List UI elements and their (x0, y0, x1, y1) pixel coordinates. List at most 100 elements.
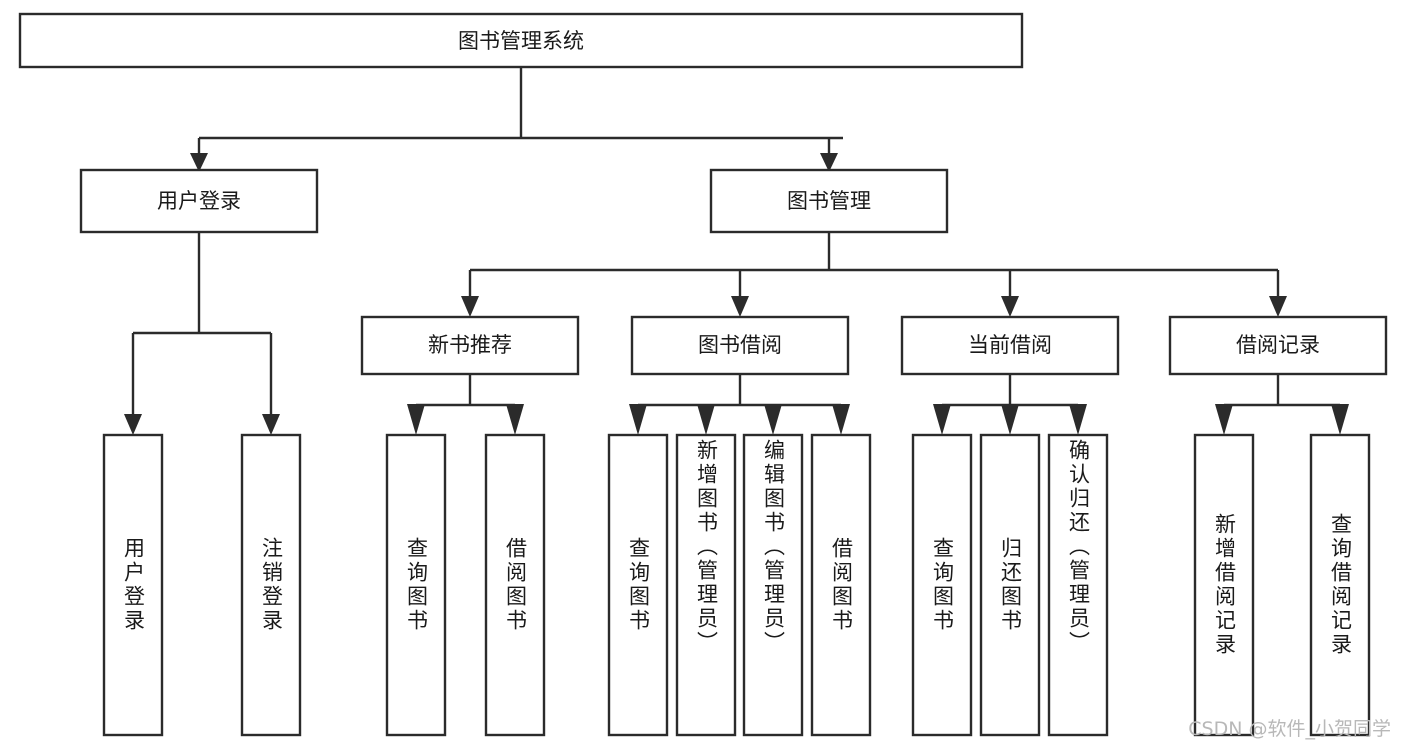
node-root-box[interactable] (18, 12, 1024, 69)
node-borrow-record-box[interactable] (1168, 315, 1388, 376)
node-user-login-label: 用户登录 (157, 189, 241, 213)
leaf-book-borrow-2-labelwrap: 新增图书（管理员） (677, 435, 735, 735)
node-new-book-recommend-box[interactable] (360, 315, 580, 376)
leaf-current-borrow-1[interactable]: 查询图书 (911, 433, 973, 737)
leaf-borrow-record-1-box[interactable] (1193, 433, 1255, 737)
arrow-to-user-login (190, 153, 208, 172)
arrow-currentborrow-child-3 (1069, 404, 1087, 435)
leaf-user-login-2[interactable]: 注销登录 (240, 433, 302, 737)
edge-group-newbook-to-leaves (407, 374, 524, 435)
arrow-bookborrow-child-2 (697, 404, 715, 435)
node-user-login[interactable]: 用户登录 (79, 168, 319, 234)
node-user-login-box[interactable] (79, 168, 319, 234)
leaf-borrow-record-2-labelwrap: 查询借阅记录 (1311, 435, 1369, 735)
arrow-currentborrow-child-1 (933, 404, 951, 435)
leaf-book-borrow-1-label: 查询图书 (626, 537, 651, 633)
arrow-bookborrow-child-3 (764, 404, 782, 435)
node-current-borrow-box[interactable] (900, 315, 1120, 376)
node-borrow-record-label: 借阅记录 (1236, 333, 1320, 357)
leaf-book-borrow-2-box[interactable] (675, 433, 737, 737)
arrow-bookborrow-child-4 (832, 404, 850, 435)
leaf-borrow-record-1-label: 新增借阅记录 (1212, 513, 1237, 657)
leaf-borrow-record-2-box[interactable] (1309, 433, 1371, 737)
leaf-current-borrow-1-box[interactable] (911, 433, 973, 737)
leaf-book-borrow-3-labelwrap: 编辑图书（管理员） (744, 435, 802, 735)
leaf-current-borrow-1-labelwrap: 查询图书 (913, 435, 971, 735)
leaf-borrow-record-1-labelwrap: 新增借阅记录 (1195, 435, 1253, 735)
node-new-book-recommend-label: 新书推荐 (428, 333, 512, 357)
arrow-borrowrecord-child-1 (1215, 404, 1233, 435)
leaf-new-book-2-box[interactable] (484, 433, 546, 737)
node-current-borrow[interactable]: 当前借阅 (900, 315, 1120, 376)
arrow-userlogin-child-2 (262, 414, 280, 435)
leaf-user-login-2-box[interactable] (240, 433, 302, 737)
leaf-user-login-2-labelwrap: 注销登录 (242, 435, 300, 735)
leaf-current-borrow-2-labelwrap: 归还图书 (981, 435, 1039, 735)
node-new-book-recommend[interactable]: 新书推荐 (360, 315, 580, 376)
leaf-borrow-record-2[interactable]: 查询借阅记录 (1309, 433, 1371, 737)
arrow-to-current-borrow (1001, 296, 1019, 317)
leaf-new-book-1-labelwrap: 查询图书 (387, 435, 445, 735)
leaf-current-borrow-2-box[interactable] (979, 433, 1041, 737)
node-book-manage-box[interactable] (709, 168, 949, 234)
leaf-new-book-1-box[interactable] (385, 433, 447, 737)
leaf-book-borrow-2[interactable]: 新增图书（管理员） (675, 433, 737, 737)
node-borrow-record[interactable]: 借阅记录 (1168, 315, 1388, 376)
leaf-book-borrow-1-labelwrap: 查询图书 (609, 435, 667, 735)
leaf-new-book-2[interactable]: 借阅图书 (484, 433, 546, 737)
leaf-book-borrow-3-label: 编辑图书（管理员） (761, 439, 786, 655)
arrow-newbook-child-2 (506, 404, 524, 435)
leaf-user-login-1[interactable]: 用户登录 (102, 433, 164, 737)
leaf-borrow-record-2-label: 查询借阅记录 (1328, 513, 1353, 657)
leaf-book-borrow-4-box[interactable] (810, 433, 872, 737)
edge-group-borrowrecord-to-leaves (1215, 374, 1349, 435)
leaf-book-borrow-4-label: 借阅图书 (829, 537, 854, 633)
arrow-bookborrow-child-1 (629, 404, 647, 435)
node-book-borrow[interactable]: 图书借阅 (630, 315, 850, 376)
leaf-new-book-1-label: 查询图书 (404, 537, 429, 633)
arrow-borrowrecord-child-2 (1331, 404, 1349, 435)
leaf-current-borrow-2-label: 归还图书 (998, 537, 1023, 633)
leaf-current-borrow-3-label: 确认归还（管理员） (1066, 439, 1091, 655)
edge-group-userlogin-to-leaves (124, 232, 280, 435)
leaf-new-book-2-labelwrap: 借阅图书 (486, 435, 544, 735)
leaf-current-borrow-3-box[interactable] (1047, 433, 1109, 737)
leaf-current-borrow-3[interactable]: 确认归还（管理员） (1047, 433, 1109, 737)
node-book-manage-label: 图书管理 (787, 189, 871, 213)
edge-group-currentborrow-to-leaves (933, 374, 1087, 435)
arrow-to-book-manage (820, 153, 838, 172)
leaf-book-borrow-1-box[interactable] (607, 433, 669, 737)
node-root[interactable]: 图书管理系统 (18, 12, 1024, 69)
arrow-to-new-book (461, 296, 479, 317)
leaf-user-login-2-label: 注销登录 (259, 537, 284, 633)
arrow-currentborrow-child-2 (1001, 404, 1019, 435)
arrow-to-book-borrow (731, 296, 749, 317)
leaf-current-borrow-2[interactable]: 归还图书 (979, 433, 1041, 737)
leaf-book-borrow-4-labelwrap: 借阅图书 (812, 435, 870, 735)
leaf-book-borrow-4[interactable]: 借阅图书 (810, 433, 872, 737)
node-book-manage[interactable]: 图书管理 (709, 168, 949, 234)
arrow-to-borrow-record (1269, 296, 1287, 317)
leaf-borrow-record-1[interactable]: 新增借阅记录 (1193, 433, 1255, 737)
arrow-userlogin-child-1 (124, 414, 142, 435)
edge-group-root-to-level2 (190, 67, 843, 172)
leaf-book-borrow-1[interactable]: 查询图书 (607, 433, 669, 737)
leaf-user-login-1-label: 用户登录 (121, 537, 146, 633)
leaf-book-borrow-3[interactable]: 编辑图书（管理员） (742, 433, 804, 737)
edge-group-bookborrow-to-leaves (629, 374, 850, 435)
leaf-book-borrow-3-box[interactable] (742, 433, 804, 737)
node-current-borrow-label: 当前借阅 (968, 333, 1052, 357)
node-book-borrow-box[interactable] (630, 315, 850, 376)
leaf-new-book-2-label: 借阅图书 (503, 537, 528, 633)
leaf-current-borrow-1-label: 查询图书 (930, 537, 955, 633)
leaf-user-login-1-box[interactable] (102, 433, 164, 737)
leaf-new-book-1[interactable]: 查询图书 (385, 433, 447, 737)
leaf-current-borrow-3-labelwrap: 确认归还（管理员） (1049, 435, 1107, 735)
node-root-label: 图书管理系统 (458, 29, 584, 53)
node-book-borrow-label: 图书借阅 (698, 333, 782, 357)
leaf-book-borrow-2-label: 新增图书（管理员） (694, 439, 719, 655)
leaf-user-login-1-labelwrap: 用户登录 (104, 435, 162, 735)
edge-group-bookmanage-to-level3 (461, 232, 1287, 317)
